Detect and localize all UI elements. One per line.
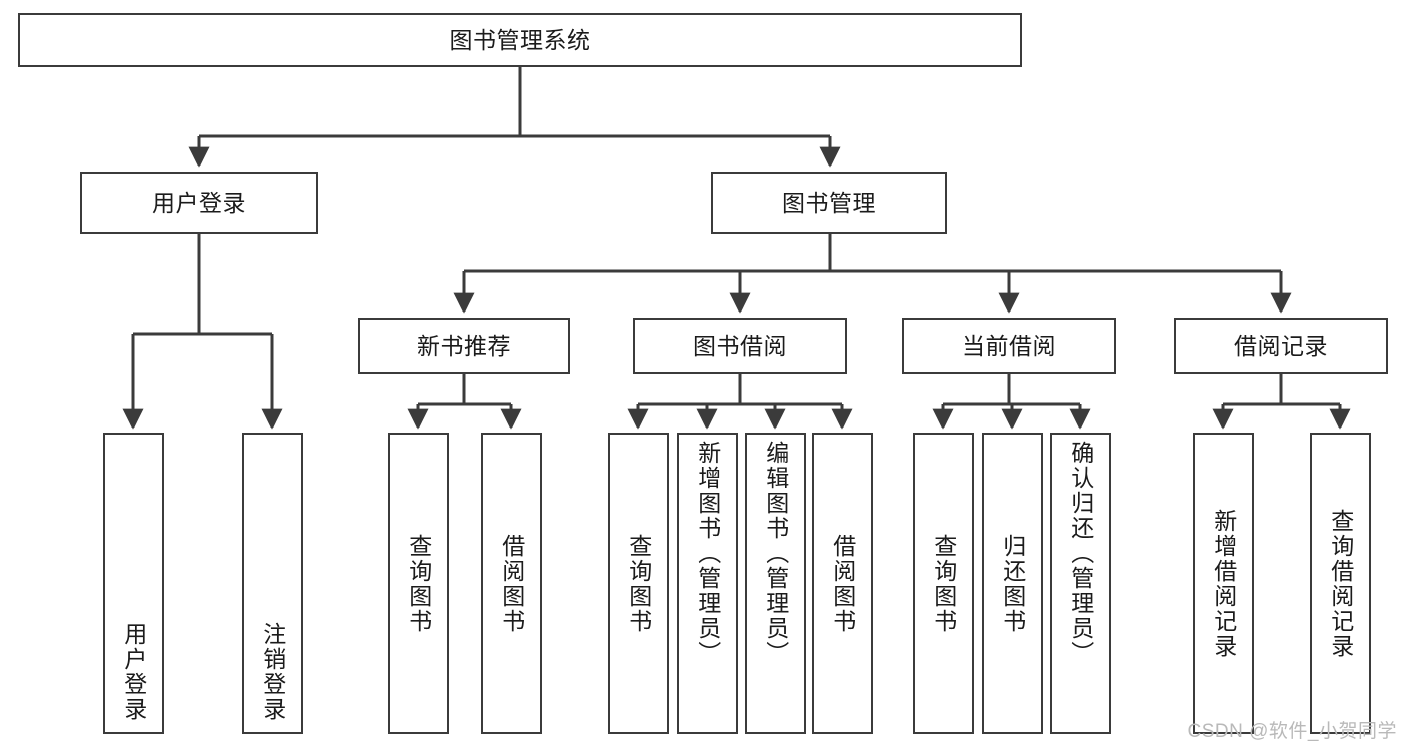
leaf-record-query-record[interactable]: 查询借阅记录 [1310,433,1371,734]
node-book-management[interactable]: 图书管理 [711,172,947,234]
node-book-borrow[interactable]: 图书借阅 [633,318,847,374]
node-user-login[interactable]: 用户登录 [80,172,318,234]
leaf-current-confirm-return-admin[interactable]: 确认归还（管理员） [1050,433,1111,734]
leaf-recommend-borrow-book[interactable]: 借阅图书 [481,433,542,734]
node-borrow-record[interactable]: 借阅记录 [1174,318,1388,374]
leaf-borrow-add-book-admin[interactable]: 新增图书（管理员） [677,433,738,734]
leaf-user-login-login[interactable]: 用户登录 [103,433,164,734]
leaf-borrow-borrow-book[interactable]: 借阅图书 [812,433,873,734]
leaf-borrow-edit-book-admin[interactable]: 编辑图书（管理员） [745,433,806,734]
leaf-recommend-query-book[interactable]: 查询图书 [388,433,449,734]
leaf-current-return-book[interactable]: 归还图书 [982,433,1043,734]
node-current-borrow[interactable]: 当前借阅 [902,318,1116,374]
leaf-record-add-record[interactable]: 新增借阅记录 [1193,433,1254,734]
node-root-system[interactable]: 图书管理系统 [18,13,1022,67]
node-new-book-recommend[interactable]: 新书推荐 [358,318,570,374]
csdn-watermark: CSDN @软件_小贺同学 [1187,721,1397,742]
leaf-borrow-query-book[interactable]: 查询图书 [608,433,669,734]
leaf-user-login-logout[interactable]: 注销登录 [242,433,303,734]
leaf-current-query-book[interactable]: 查询图书 [913,433,974,734]
